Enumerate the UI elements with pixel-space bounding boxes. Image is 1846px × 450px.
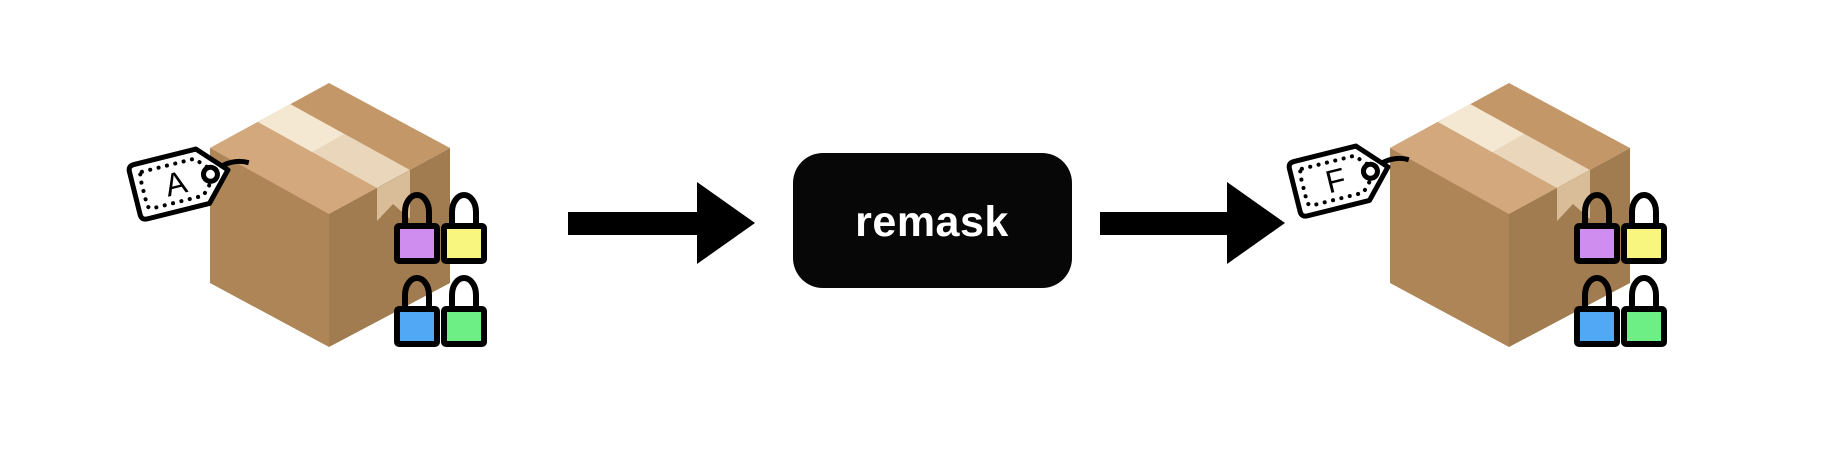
box-tape-flap [1557,170,1590,221]
box-tape-highlight [258,104,344,152]
tag-dotted-border [137,156,219,211]
lock-icon-green [1621,275,1667,347]
lock-icon-purple [394,192,440,264]
lock-body [394,223,440,264]
lock-body [1621,223,1667,264]
box-top-face-light [210,122,377,214]
tag-hole [200,164,220,184]
lock-body [1574,306,1620,347]
lock-icon-blue [1574,275,1620,347]
remask-label: remask [855,198,1009,246]
arrow-right-icon [568,182,755,264]
box-left-face [210,148,329,347]
lock-icon-blue [394,275,440,347]
lock-shackle [449,275,479,311]
lock-body [1621,306,1667,347]
lock-shackle [402,275,432,311]
tag-icon: A [126,146,250,222]
lock-shackle [1582,275,1612,311]
lock-body [1574,223,1620,264]
lock-shackle [1582,192,1612,228]
package-a-group: A [126,83,487,347]
lock-shackle [1629,192,1659,228]
tag-shape [126,146,231,222]
box-top-face-light [1390,122,1557,214]
arrow-right-icon [1100,182,1285,264]
lock-body [441,223,487,264]
tag-dotted-border [1297,153,1379,208]
tag-shape [1286,143,1391,219]
lock-shackle [1629,275,1659,311]
tag-icon: F [1286,143,1410,219]
lock-icon-purple [1574,192,1620,264]
lock-icon-yellow [1621,192,1667,264]
lock-body [441,306,487,347]
package-f-group: F [1286,83,1667,347]
box-left-face [1390,148,1509,347]
remask-pill [793,153,1072,288]
lock-shackle [449,192,479,228]
box-tape-flap [377,170,410,221]
tag-hole [1360,161,1380,181]
lock-icon-yellow [441,192,487,264]
lock-shackle [402,192,432,228]
lock-icon-green [441,275,487,347]
remask-node: remask [793,153,1072,288]
box-tape-highlight [1438,104,1524,152]
lock-body [394,306,440,347]
